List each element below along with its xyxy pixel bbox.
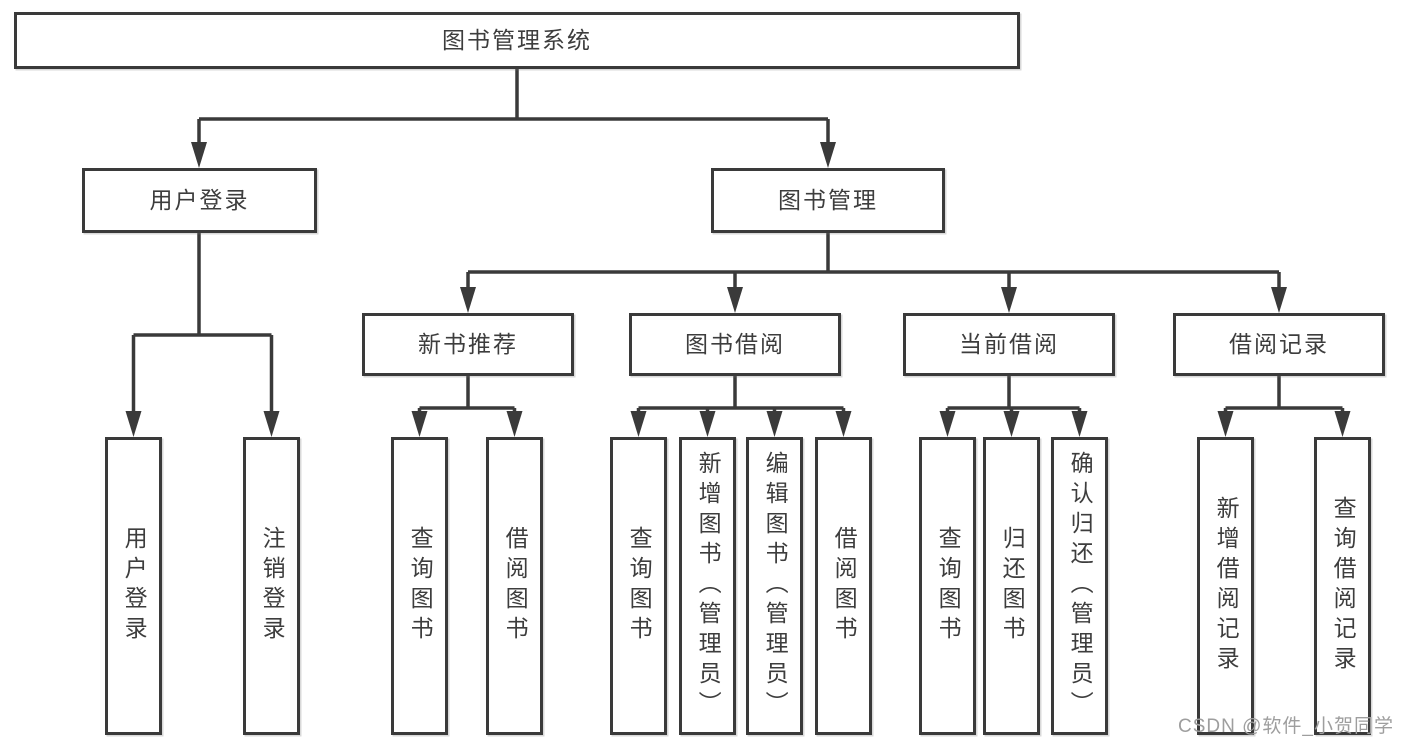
arrowhead (411, 411, 428, 437)
node-label: 查询图书 (935, 526, 962, 646)
leaf-query-books-borrowing: 查询图书 (610, 437, 667, 735)
node-label: 图书借阅 (685, 330, 785, 357)
connector-borrowing-to-leaves (630, 376, 852, 437)
leaf-edit-books-admin: 编辑图书（管理员） (746, 437, 803, 735)
csdn-watermark: CSDN @软件_小贺同学 (1178, 716, 1394, 737)
leaf-logout: 注销登录 (243, 437, 300, 735)
arrowhead (835, 411, 852, 437)
arrowhead (263, 411, 280, 437)
node-book-borrowing: 图书借阅 (629, 313, 841, 376)
arrowhead (699, 411, 716, 437)
node-library-management-system: 图书管理系统 (14, 12, 1020, 69)
node-label: 编辑图书（管理员） (762, 451, 789, 721)
connector-root-to-level2 (191, 69, 836, 168)
node-borrowing-records: 借阅记录 (1173, 313, 1385, 376)
arrowhead (1334, 411, 1351, 437)
node-label: 用户登录 (121, 526, 148, 646)
leaf-user-login: 用户登录 (105, 437, 162, 735)
node-book-management: 图书管理 (711, 168, 945, 233)
node-label: 借阅记录 (1229, 330, 1329, 357)
leaf-confirm-return-admin: 确认归还（管理员） (1051, 437, 1108, 735)
node-new-book-recommend: 新书推荐 (362, 313, 574, 376)
arrowhead (191, 142, 207, 168)
leaf-add-books-admin: 新增图书（管理员） (679, 437, 736, 735)
connector-bookmgmt-to-level3 (460, 233, 1287, 313)
arrowhead (1001, 287, 1017, 313)
arrowhead (1217, 411, 1234, 437)
node-label: 查询图书 (407, 526, 434, 646)
arrowhead (820, 142, 836, 168)
leaf-borrow-books-recommend: 借阅图书 (486, 437, 543, 735)
connector-newbooks-to-leaves (411, 376, 523, 437)
arrowhead (1271, 287, 1287, 313)
node-user-login-group: 用户登录 (82, 168, 317, 233)
node-label: 图书管理 (778, 186, 878, 213)
arrowhead (506, 411, 523, 437)
node-label: 图书管理系统 (442, 26, 592, 53)
arrowhead (630, 411, 647, 437)
node-label: 当前借阅 (959, 330, 1059, 357)
connector-current-to-leaves (939, 376, 1088, 437)
connector-records-to-leaves (1217, 376, 1351, 437)
node-label: 归还图书 (999, 526, 1026, 646)
node-label: 借阅图书 (502, 526, 529, 646)
arrowhead (125, 411, 142, 437)
node-label: 借阅图书 (831, 526, 858, 646)
leaf-borrow-books: 借阅图书 (815, 437, 872, 735)
node-label: 注销登录 (259, 526, 286, 646)
arrowhead (1003, 411, 1020, 437)
node-label: 查询借阅记录 (1330, 496, 1357, 676)
node-current-borrowing: 当前借阅 (903, 313, 1115, 376)
node-label: 查询图书 (626, 526, 653, 646)
node-label: 用户登录 (149, 186, 250, 213)
leaf-return-books: 归还图书 (983, 437, 1040, 735)
arrowhead (460, 287, 476, 313)
arrowhead (766, 411, 783, 437)
leaf-add-borrow-record: 新增借阅记录 (1197, 437, 1254, 735)
leaf-query-books-current: 查询图书 (919, 437, 976, 735)
node-label: 新增图书（管理员） (695, 451, 722, 721)
node-label: 新增借阅记录 (1213, 496, 1240, 676)
leaf-query-books-recommend: 查询图书 (391, 437, 448, 735)
arrowhead (727, 287, 743, 313)
arrowhead (1071, 411, 1088, 437)
leaf-query-borrow-record: 查询借阅记录 (1314, 437, 1371, 735)
connector-userlogin-to-leaves (125, 233, 280, 437)
node-label: 新书推荐 (418, 330, 518, 357)
node-label: 确认归还（管理员） (1067, 451, 1094, 721)
arrowhead (939, 411, 956, 437)
